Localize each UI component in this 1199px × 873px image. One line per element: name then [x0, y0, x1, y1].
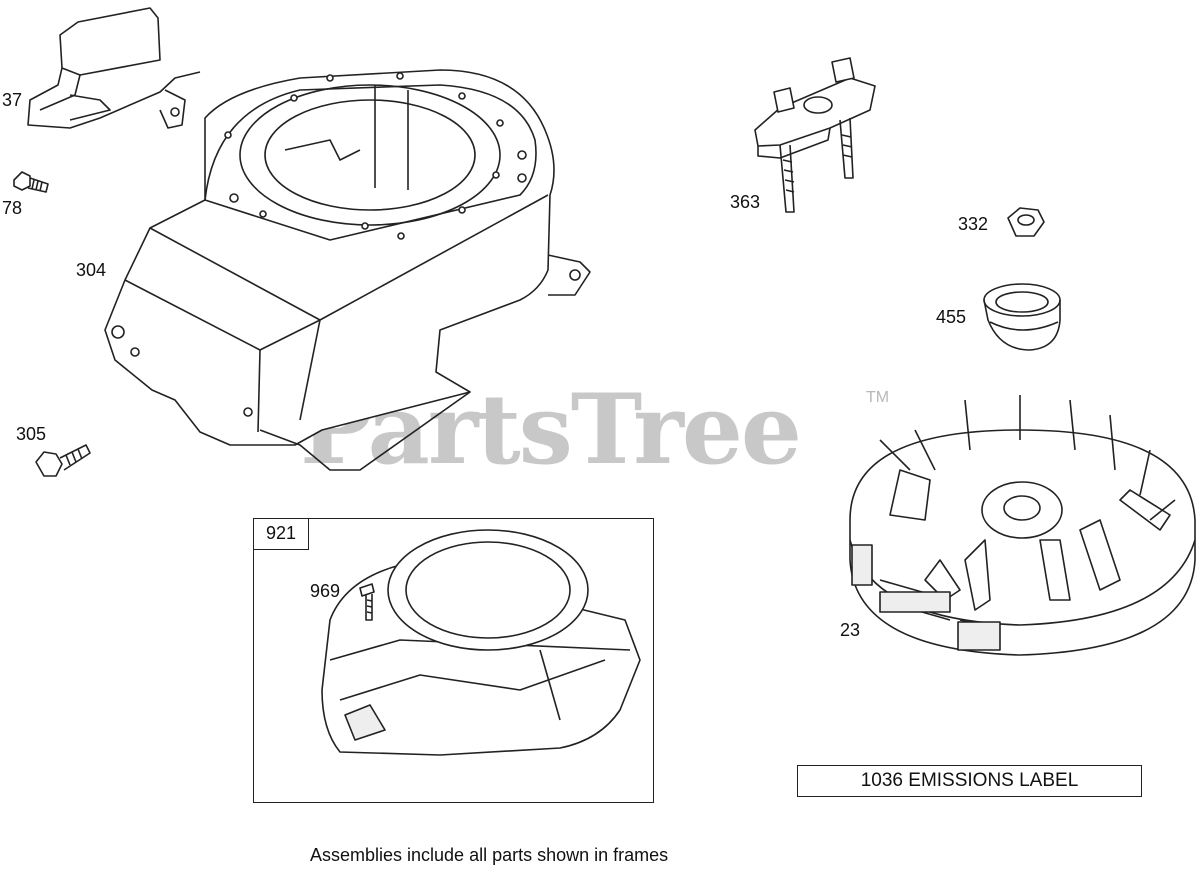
footer-note: Assemblies include all parts shown in fr…: [310, 845, 669, 865]
watermark-trademark: TM: [866, 389, 890, 406]
part-921-blower-housing-assembly: [321, 529, 641, 756]
callout-363: 363: [730, 192, 761, 212]
part-23-flywheel: [849, 395, 1196, 656]
assembly-frame-921: [253, 518, 654, 803]
callout-304: 304: [76, 260, 107, 280]
callout-455: 455: [936, 307, 967, 327]
callout-37: 37: [2, 90, 23, 110]
callout-969: 969: [310, 581, 341, 601]
part-37-air-guide: [27, 7, 201, 129]
callout-78: 78: [2, 198, 23, 218]
part-332-nut: [1007, 207, 1045, 237]
callout-23: 23: [840, 620, 861, 640]
part-455-starter-cup: [983, 283, 1061, 351]
part-305-bolt: [35, 444, 91, 477]
assembly-tag-921: 921: [253, 518, 309, 550]
callout-305: 305: [16, 424, 47, 444]
emissions-label-box: 1036 EMISSIONS LABEL: [797, 765, 1142, 797]
part-78-screw: [13, 171, 49, 193]
part-363-bracket: [754, 57, 876, 213]
callout-332: 332: [958, 214, 989, 234]
part-304-blower-housing: [104, 69, 591, 471]
